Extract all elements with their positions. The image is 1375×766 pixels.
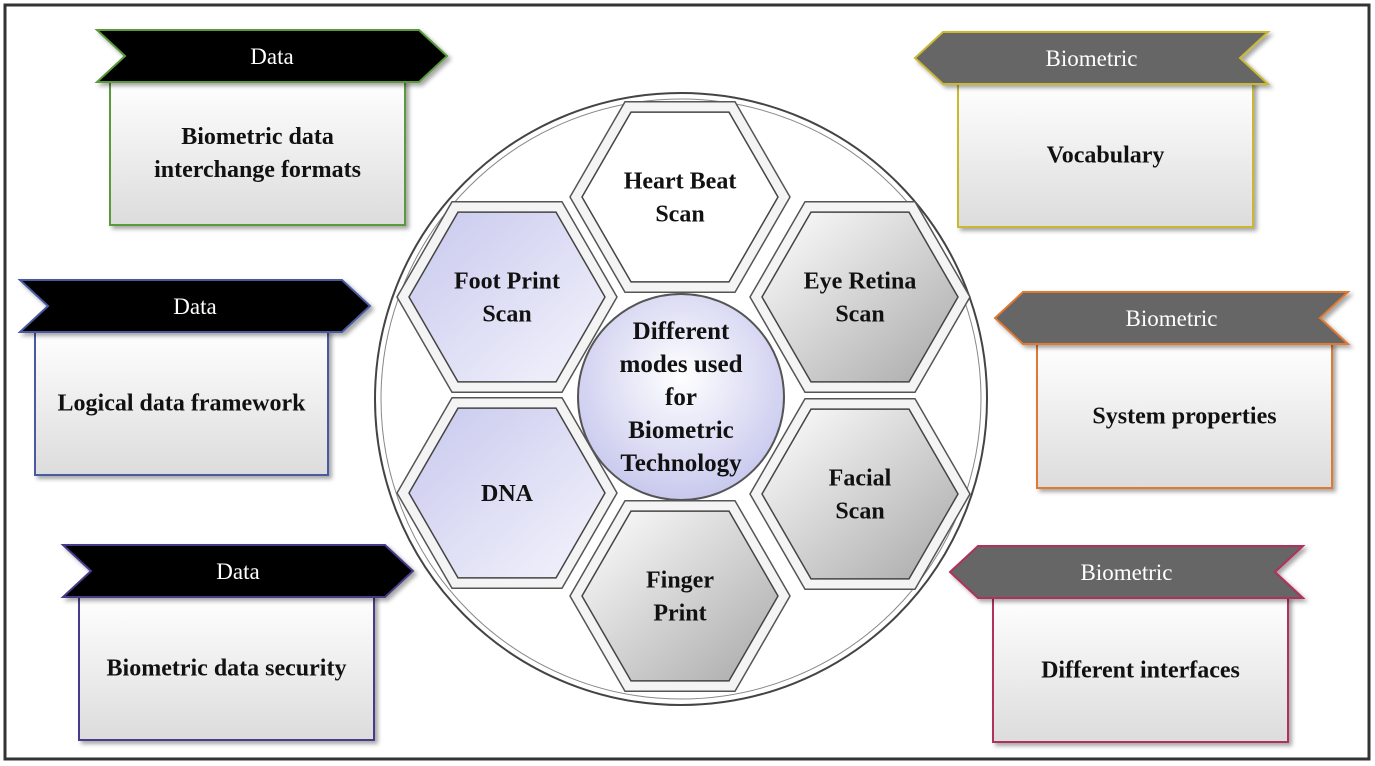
text-line: Biometric data	[181, 124, 334, 150]
ribbon-banner	[60, 544, 415, 598]
card-box	[957, 81, 1254, 228]
text-line: Logical data framework	[58, 391, 307, 417]
text-line: interchange formats	[154, 157, 361, 183]
text-line: System properties	[1092, 404, 1276, 430]
text-line: Heart Beat	[624, 169, 737, 195]
text-line: Different	[633, 318, 730, 345]
text-line: Print	[653, 601, 706, 627]
text-line: Scan	[655, 202, 704, 228]
hexagon-inner	[408, 211, 606, 383]
ribbon-label: Data	[216, 559, 259, 584]
card-label: Logical data framework	[58, 391, 307, 417]
card-label: Biometric data security	[107, 656, 347, 682]
card-label: Different interfaces	[1041, 658, 1240, 684]
ribbon-label: Data	[250, 44, 293, 69]
text-line: Foot Print	[454, 269, 560, 295]
ribbon-label: Biometric	[1081, 560, 1173, 585]
text-line: Facial	[829, 466, 892, 492]
hexagon-inner	[761, 211, 959, 383]
ribbon-banner	[948, 545, 1306, 599]
hexagon-mode-4: DNA	[396, 396, 618, 590]
ribbon-banner	[17, 279, 372, 333]
card-box	[1036, 342, 1333, 489]
text-line: Biometric	[628, 417, 734, 444]
card-box	[78, 594, 375, 741]
hexagon-inner	[581, 510, 779, 682]
ribbon-label: Data	[173, 294, 216, 319]
ribbon-label: Biometric	[1046, 46, 1138, 71]
card-box	[109, 79, 406, 226]
wheel-inner-ring	[380, 98, 982, 700]
card-label: Vocabulary	[1047, 143, 1165, 169]
text-line: modes used	[620, 351, 743, 378]
text-line: Different interfaces	[1041, 658, 1240, 684]
card-label: System properties	[1092, 404, 1276, 430]
card-box	[992, 596, 1289, 743]
hexagon-inner	[408, 407, 606, 579]
ribbon-banner	[94, 29, 449, 83]
text-line: Scan	[835, 302, 884, 328]
text-line: Scan	[482, 302, 531, 328]
card-box	[34, 329, 329, 476]
ribbon-banner	[913, 31, 1271, 85]
text-line: Technology	[620, 450, 742, 477]
text-line: Biometric data security	[107, 656, 347, 682]
text-line: Eye Retina	[804, 269, 917, 295]
text-line: DNA	[481, 481, 534, 507]
card-label: Biometric data interchange formats	[154, 124, 361, 183]
hexagon-inner	[581, 111, 779, 283]
text-line: for	[665, 384, 697, 411]
hexagon-label: DNA	[481, 481, 534, 507]
ribbon-label: Biometric	[1126, 306, 1218, 331]
hexagon-inner	[761, 408, 959, 580]
ribbon-banner	[993, 291, 1351, 345]
text-line: Scan	[835, 499, 884, 525]
text-line: Finger	[646, 568, 714, 594]
center-hub-circle	[577, 293, 785, 501]
text-line: Vocabulary	[1047, 143, 1165, 169]
